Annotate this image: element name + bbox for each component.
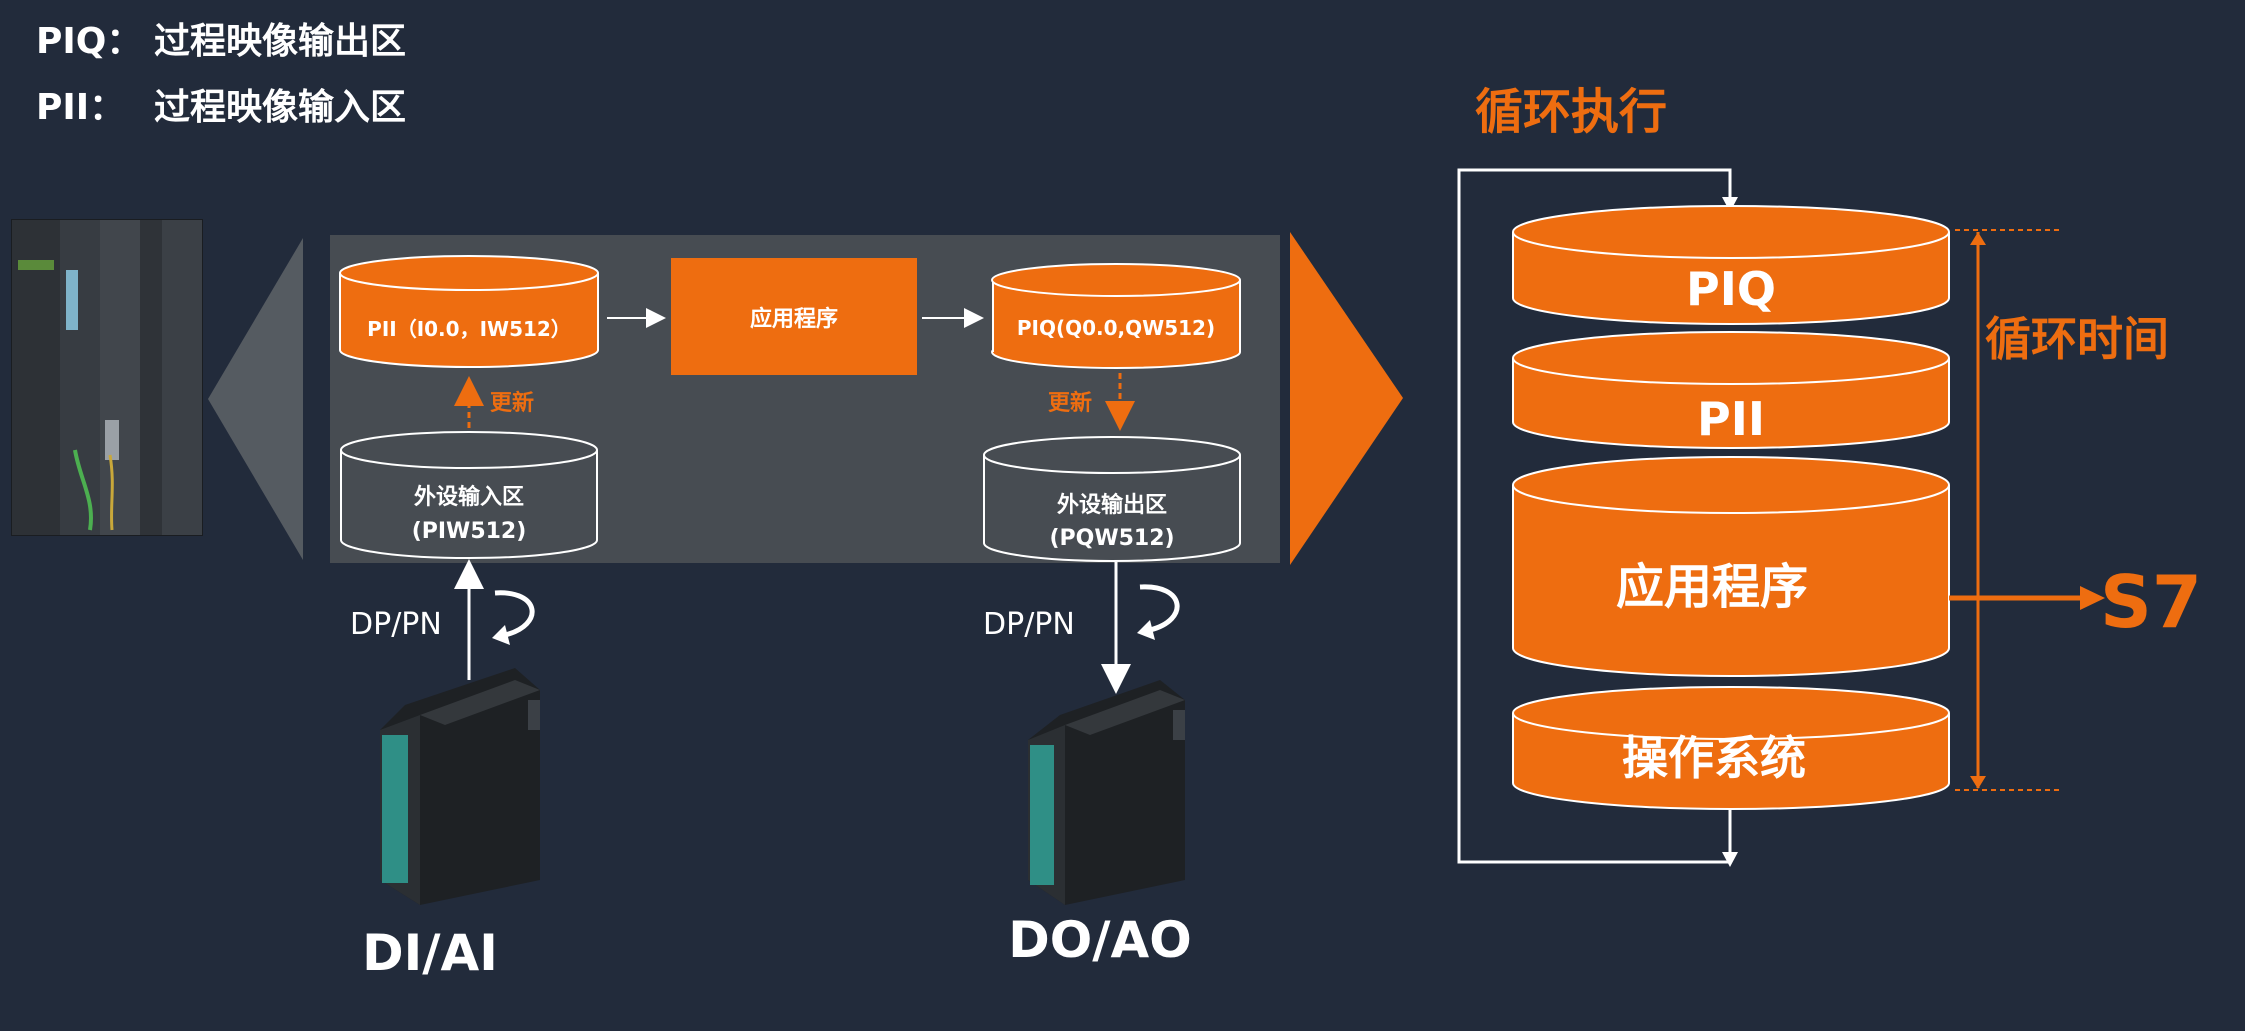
stack-cylinder-os [1512,686,1950,810]
legend-pii: PII： 过程映像输入区 [36,78,406,130]
output-module-image [1028,680,1185,905]
cycle-title: 循环执行 [1475,84,1667,140]
update-label-right: 更新 [1048,390,1092,416]
plc-cpu-image [11,219,203,536]
loop-line [1457,168,1732,864]
left-arrow [208,238,303,560]
module-label-output: DO/AO [1008,911,1191,969]
app-program-box [671,258,917,375]
update-label-left: 更新 [490,390,534,416]
peripheral-input-line1: 外设输入区 [414,484,524,510]
peripheral-input-line2: (PIW512) [412,519,527,544]
piq-cylinder [991,263,1241,369]
bus-label-left: DP/PN [350,607,442,642]
right-arrow [1290,232,1403,565]
stack-label-app: 应用程序 [1616,559,1808,615]
peripheral-output-cylinder [983,436,1241,562]
bus-label-right: DP/PN [983,607,1075,642]
legend-piq-abbr: PIQ： [36,21,143,62]
legend-pii-abbr: PII： [36,87,126,128]
module-label-input: DI/AI [362,924,498,982]
cycle-icon-left [494,590,535,638]
input-module-image [380,668,540,905]
s7-label: S7 [2100,560,2202,644]
app-program-label: 应用程序 [750,306,838,332]
stack-label-pii: PII [1697,392,1765,446]
s7-arrow-head [2080,586,2105,610]
cycle-time-label: 循环时间 [1985,312,2169,366]
pii-label: PII（I0.0，IW512） [367,317,571,341]
peripheral-output-line2: (PQW512) [1049,526,1174,551]
peripheral-output-line1: 外设输出区 [1057,492,1167,518]
stack-label-piq: PIQ [1686,262,1776,316]
stack-cylinder-piq [1512,205,1950,325]
legend-pii-desc: 过程映像输入区 [154,87,407,128]
piq-label: PIQ(Q0.0,QW512) [1017,316,1215,340]
legend-piq-desc: 过程映像输出区 [154,21,407,62]
cycle-icon-right [1139,584,1180,633]
peripheral-input-cylinder [340,431,598,559]
stack-cylinder-app [1512,456,1950,677]
pii-cylinder [339,255,599,368]
stack-cylinder-pii [1512,331,1950,449]
legend-piq: PIQ： 过程映像输出区 [36,12,406,64]
stack-label-os: 操作系统 [1622,731,1806,785]
